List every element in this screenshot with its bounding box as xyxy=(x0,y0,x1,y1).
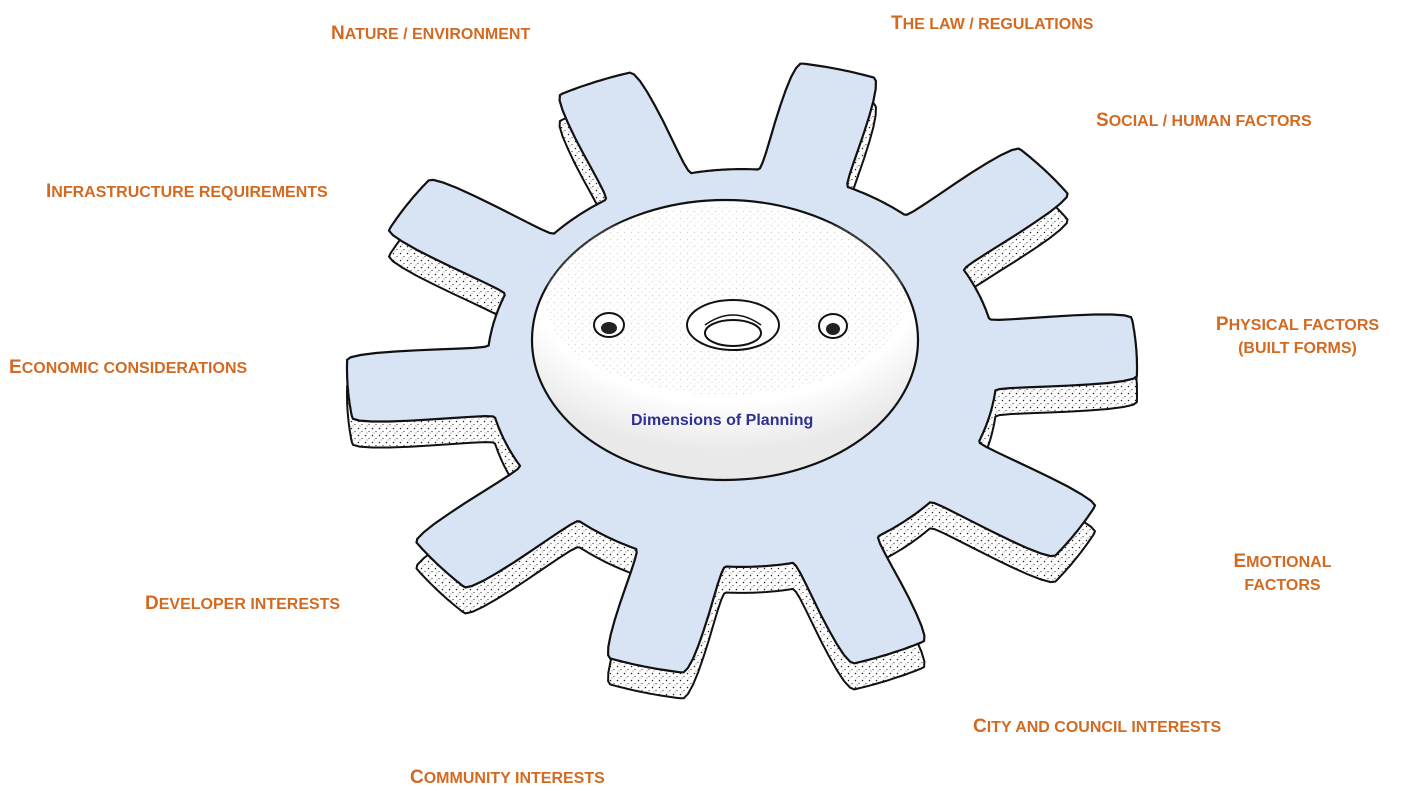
gear-holes xyxy=(593,299,848,351)
label-emotional-line2: factors xyxy=(1244,576,1321,594)
label-nature: Nature / environment xyxy=(331,23,531,44)
label-physical-line1: Physical factors xyxy=(1215,314,1380,335)
label-city: City and Council interests xyxy=(973,716,1222,737)
label-community: Community interests xyxy=(410,767,605,788)
label-law: The Law / regulations xyxy=(891,13,1094,34)
label-developer: Developer interests xyxy=(145,593,341,614)
label-social: Social / human Factors xyxy=(1096,110,1312,131)
label-infrastructure: Infrastructure requirements xyxy=(46,181,328,202)
label-emotional-line1: Emotional xyxy=(1233,551,1332,572)
label-emotional: Emotional factors xyxy=(1225,549,1340,596)
label-physical: Physical factors (Built forms) xyxy=(1215,312,1380,359)
diagram-center-label: Dimensions of Planning xyxy=(631,412,814,429)
label-economic: Economic considerations xyxy=(9,357,248,378)
label-physical-line2: (Built forms) xyxy=(1238,339,1357,357)
